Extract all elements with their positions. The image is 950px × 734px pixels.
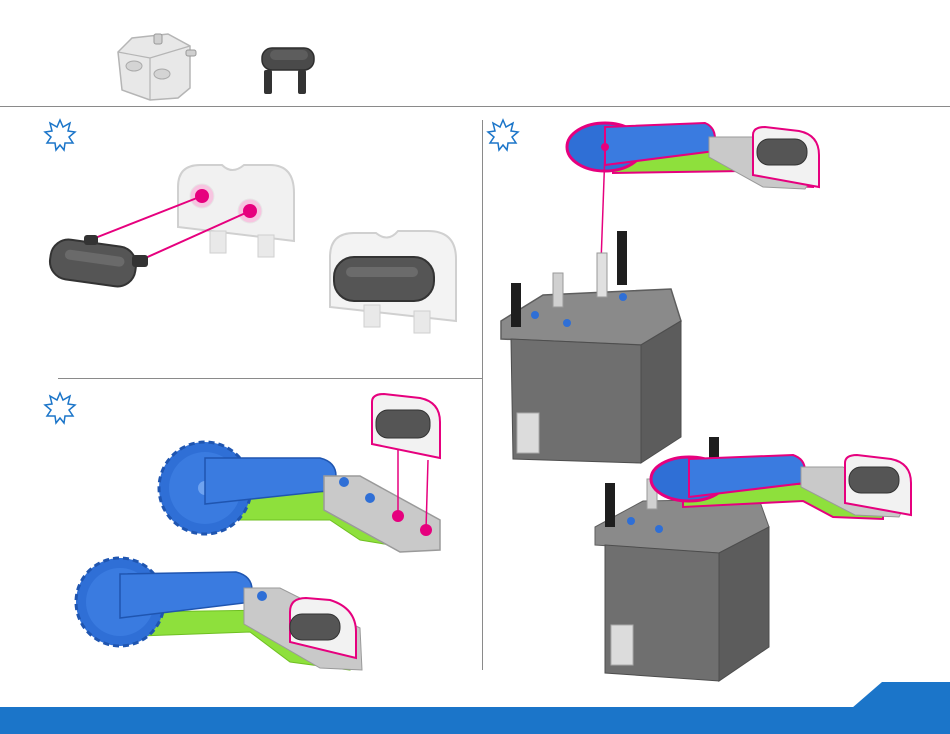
burst-step-icon <box>45 120 75 150</box>
sensor-housing-icon <box>118 34 196 100</box>
sensor-housing-assembled <box>330 231 456 333</box>
black-connector-icon <box>262 48 314 94</box>
burst-step-icon <box>45 393 75 423</box>
step-panel-1 <box>0 107 482 377</box>
step-3-art <box>483 107 950 707</box>
parts-list-art <box>0 0 950 106</box>
gear-beam-assembly-lower <box>76 558 362 670</box>
page-tab-shape <box>852 682 950 708</box>
black-connector-exploded <box>48 235 148 289</box>
step-1-art <box>0 107 482 377</box>
step-2-art <box>0 380 482 680</box>
footer-page-tab <box>852 682 950 708</box>
step-panel-2 <box>0 380 482 680</box>
sensor-housing-exploded <box>178 165 294 257</box>
footer-band <box>0 707 950 734</box>
parts-list <box>0 0 950 106</box>
footer-art <box>0 707 950 734</box>
servo-upper <box>501 231 681 463</box>
burst-step-icon <box>488 120 518 150</box>
step-panel-3 <box>483 107 950 707</box>
sensor-floating <box>372 394 440 458</box>
servo-lower <box>595 437 911 681</box>
mid-left-divider <box>58 378 482 379</box>
